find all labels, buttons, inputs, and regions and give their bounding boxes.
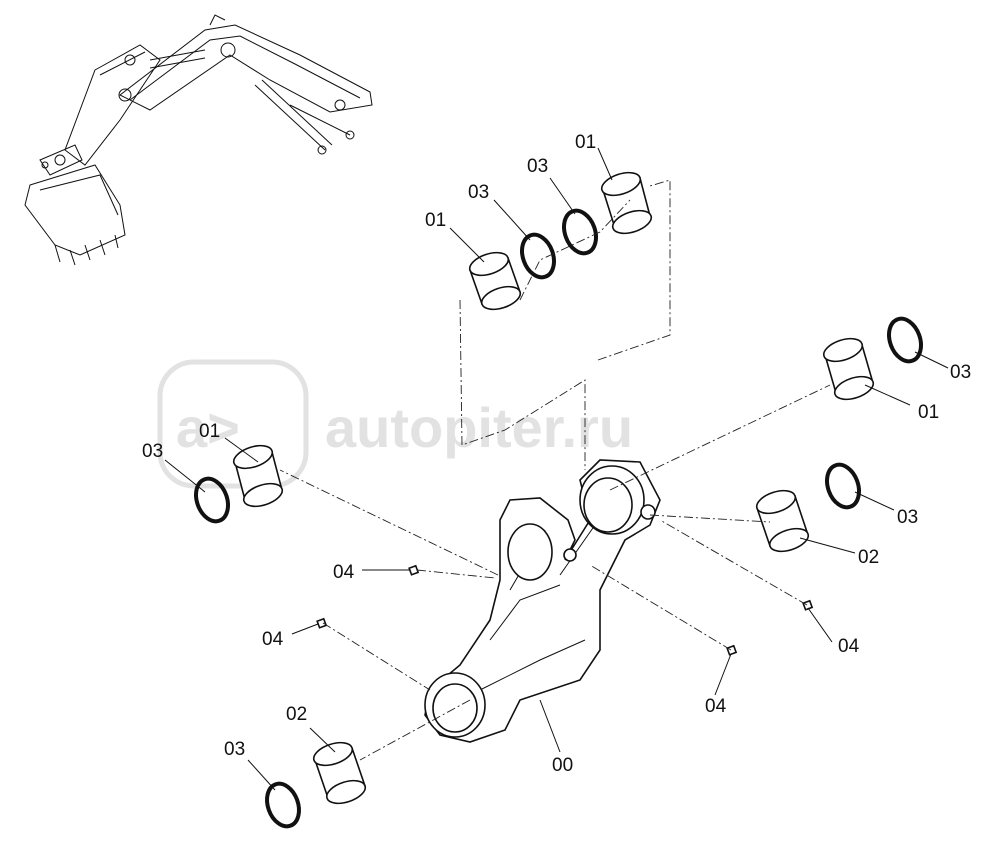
bushing-01-top-b (600, 171, 653, 235)
bushing-01-top-a (468, 251, 522, 311)
watermark-logo-frame (157, 359, 309, 489)
link-bracket-00 (424, 459, 661, 743)
callout-label: 04 (705, 696, 727, 717)
callout-label: 01 (199, 421, 220, 442)
callout-label: 02 (286, 704, 307, 725)
callout-label: 03 (950, 362, 971, 383)
seal-ring-03-top-b (562, 208, 598, 256)
watermark-text: autopiter.ru (325, 396, 633, 459)
callout-label: 01 (425, 210, 446, 231)
callout-label: 03 (897, 507, 918, 528)
callout-labels: 01 03 03 01 03 01 03 01 03 02 04 04 04 0… (142, 132, 971, 776)
bushing-01-right (822, 337, 875, 401)
callout-label: 03 (224, 739, 245, 760)
grease-port-icon (640, 504, 656, 520)
grease-port-icon (563, 548, 577, 562)
assembly-lines (279, 179, 831, 761)
callout-label: 03 (142, 441, 163, 462)
callout-label: 00 (552, 755, 573, 776)
seal-ring-03-right-top (887, 316, 923, 364)
callout-label: 04 (262, 629, 284, 650)
watermark: a> autopiter.ru (157, 359, 633, 489)
seal-ring-03-top-a (520, 232, 556, 280)
callout-label: 03 (527, 156, 548, 177)
bushing-01-left (232, 444, 284, 508)
seal-ring-03-lower (265, 781, 301, 829)
callout-label: 01 (918, 402, 939, 423)
bushing-02-lower (312, 741, 367, 805)
grease-nipple-04 (316, 564, 814, 656)
excavator-overview-inset (24, 14, 373, 266)
link-boss-left (507, 523, 553, 581)
callout-label: 04 (838, 636, 860, 657)
callout-label: 02 (858, 547, 879, 568)
callout-label: 03 (468, 182, 489, 203)
seal-ring-03-right-mid (825, 462, 861, 510)
watermark-logo-glyph: a> (176, 396, 240, 459)
seal-ring-03-left (194, 476, 230, 524)
leader-lines (164, 147, 949, 791)
callout-label: 01 (575, 132, 596, 153)
callout-label: 04 (333, 562, 355, 583)
bushing-02-right (755, 489, 810, 553)
